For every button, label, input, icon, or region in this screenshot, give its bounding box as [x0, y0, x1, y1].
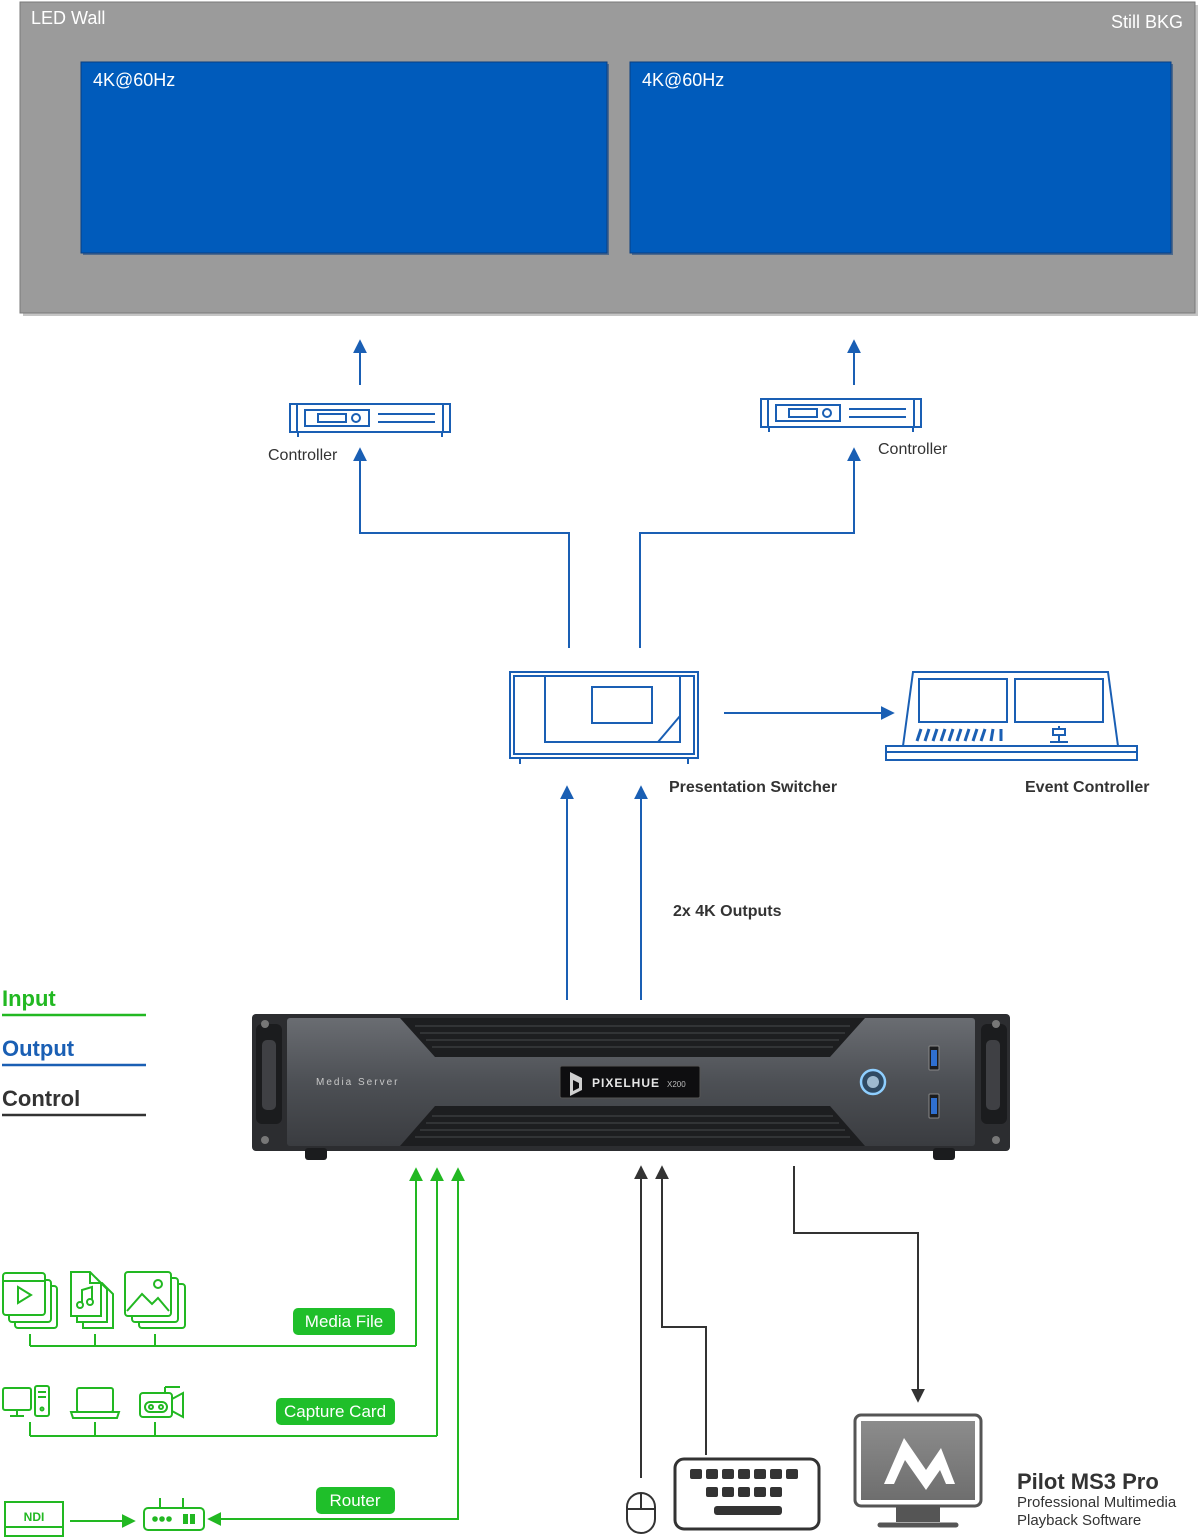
output-connections: [353, 339, 895, 1000]
arrow-switcher-to-controller-left: [353, 447, 570, 648]
router-badge-label: Router: [329, 1491, 380, 1510]
audio-file-icon: [70, 1271, 114, 1329]
controller-right-label: Controller: [878, 441, 948, 458]
media-file-badge: Media File: [293, 1308, 395, 1335]
screen-left: 4K@60Hz: [80, 61, 609, 255]
controller-right-icon: [760, 398, 922, 432]
screen-left-resolution: 4K@60Hz: [93, 70, 175, 90]
media-server-panel-label: Media Server: [316, 1077, 399, 1088]
capture-card-badge-label: Capture Card: [284, 1402, 386, 1421]
ndi-label: NDI: [24, 1510, 45, 1524]
camera-icon: [139, 1386, 184, 1419]
laptop-icon: [69, 1387, 121, 1419]
router-badge: Router: [316, 1487, 395, 1514]
legend-control-label: Control: [2, 1086, 80, 1111]
mouse-icon: [626, 1492, 656, 1534]
desktop-pc-icon: [2, 1385, 50, 1417]
router-icon: [143, 1498, 205, 1531]
screen-right: 4K@60Hz: [629, 61, 1173, 255]
video-file-icon: [2, 1272, 58, 1329]
presentation-switcher-icon: [509, 671, 699, 764]
media-file-badge-label: Media File: [305, 1312, 383, 1331]
software-desc-line1: Professional Multimedia: [1017, 1494, 1177, 1511]
router-line: [207, 1167, 465, 1526]
led-wall-label: LED Wall: [31, 8, 105, 28]
pixelhue-logo-icon: [570, 1072, 582, 1096]
brand-name: PIXELHUE: [592, 1076, 660, 1090]
image-file-icon: [124, 1271, 186, 1329]
arrow-switcher-to-controller-right: [639, 447, 861, 648]
legend-output-label: Output: [2, 1036, 75, 1061]
legend: Input Output Control: [2, 986, 146, 1117]
pilot-logo-icon: [884, 1438, 955, 1490]
led-wall: LED Wall Still BKG 4K@60Hz 4K@60Hz: [19, 1, 1198, 316]
media-server: Media Server PIXELHUE X200: [252, 1014, 1010, 1160]
software-name: Pilot MS3 Pro: [1017, 1469, 1159, 1494]
screen-right-resolution: 4K@60Hz: [642, 70, 724, 90]
legend-input-label: Input: [2, 986, 56, 1011]
model-name: X200: [667, 1080, 686, 1089]
outputs-label: 2x 4K Outputs: [673, 903, 782, 920]
controller-left-icon: [289, 403, 451, 437]
server-to-software-line: [793, 1166, 925, 1403]
still-bkg-label: Still BKG: [1111, 12, 1183, 32]
ndi-icon: NDI: [4, 1501, 64, 1537]
keyboard-icon: [673, 1457, 821, 1531]
event-controller-icon: [885, 671, 1138, 761]
brand-plate: [559, 1065, 701, 1099]
software-desc-line2: Playback Software: [1017, 1512, 1141, 1529]
control-connections: [634, 1165, 925, 1478]
presentation-switcher-label: Presentation Switcher: [669, 779, 837, 796]
keyboard-control-line: [655, 1165, 707, 1455]
capture-card-badge: Capture Card: [276, 1398, 395, 1425]
controller-left-label: Controller: [268, 447, 338, 464]
event-controller-label: Event Controller: [1025, 779, 1149, 796]
input-connections: [29, 1167, 465, 1528]
software-monitor-icon: [853, 1413, 983, 1528]
